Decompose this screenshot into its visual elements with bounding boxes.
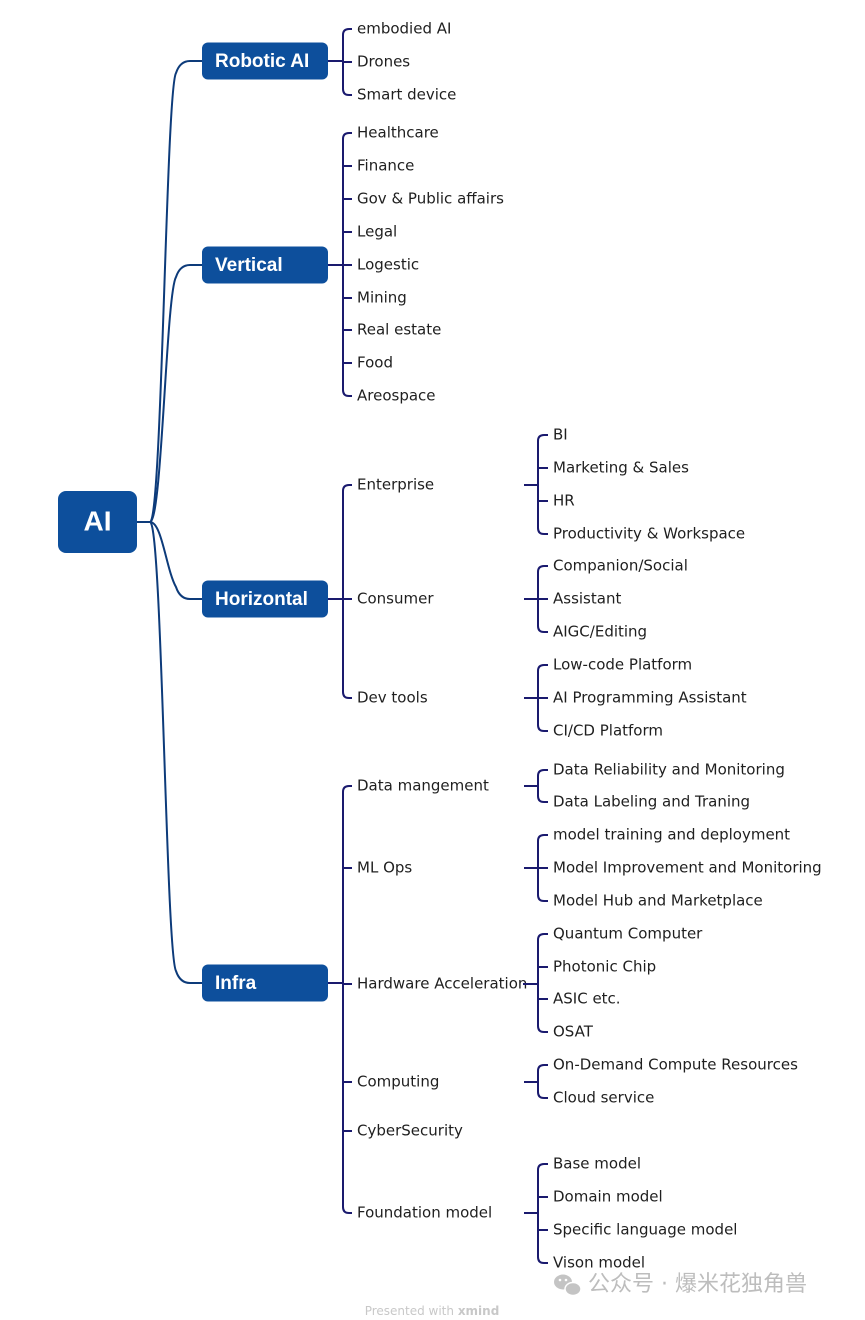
topic-hardware-acceleration: Hardware Acceleration bbox=[357, 975, 527, 993]
topic-foundation-model: Foundation model bbox=[357, 1204, 492, 1222]
topic-drones: Drones bbox=[357, 53, 410, 71]
topic-mining: Mining bbox=[357, 289, 407, 307]
subtopic-bi: BI bbox=[553, 426, 568, 444]
subtopic-domain-model: Domain model bbox=[553, 1188, 663, 1206]
topic-ml-ops: ML Ops bbox=[357, 859, 412, 877]
topic-logestic: Logestic bbox=[357, 256, 419, 274]
branch-robotic-ai[interactable]: Robotic AI bbox=[202, 42, 328, 80]
subtopic-connector-foundation-model bbox=[524, 1163, 548, 1264]
subtopic-connector-computing bbox=[524, 1064, 548, 1099]
subtopic-aigc-editing: AIGC/Editing bbox=[553, 623, 647, 641]
subtopic-productivity-workspace: Productivity & Workspace bbox=[553, 525, 745, 543]
branch-infra[interactable]: Infra bbox=[202, 964, 328, 1002]
subtopic-ci-cd-platform: CI/CD Platform bbox=[553, 722, 663, 740]
topic-embodied-ai: embodied AI bbox=[357, 20, 451, 38]
branch-box bbox=[202, 42, 328, 80]
root-connectors bbox=[137, 60, 202, 984]
branch-box bbox=[202, 580, 328, 618]
subtopic-asic-etc: ASIC etc. bbox=[553, 990, 621, 1008]
root-node-ai[interactable]: AI bbox=[58, 491, 137, 553]
topic-smart-device: Smart device bbox=[357, 86, 456, 104]
branch-label: Infra bbox=[215, 973, 257, 994]
subtopic-quantum-computer: Quantum Computer bbox=[553, 925, 703, 943]
subtopic-companion-social: Companion/Social bbox=[553, 557, 688, 575]
topic-gov-public-affairs: Gov & Public affairs bbox=[357, 190, 504, 208]
topic-finance: Finance bbox=[357, 157, 414, 175]
footer-presented-with: Presented with bbox=[365, 1304, 458, 1318]
subtopic-model-hub-and-marketplace: Model Hub and Marketplace bbox=[553, 892, 763, 910]
subtopic-connector-consumer bbox=[524, 565, 548, 633]
footer-brand-xmind: xmind bbox=[458, 1304, 500, 1318]
topic-enterprise: Enterprise bbox=[357, 476, 434, 494]
topic-healthcare: Healthcare bbox=[357, 124, 439, 142]
subtopic-hr: HR bbox=[553, 492, 575, 510]
subtopic-cloud-service: Cloud service bbox=[553, 1089, 654, 1107]
subtopic-assistant: Assistant bbox=[553, 590, 621, 608]
subtopic-data-reliability-and-monitoring: Data Reliability and Monitoring bbox=[553, 761, 785, 779]
branch-box bbox=[202, 964, 328, 1002]
subtopic-base-model: Base model bbox=[553, 1155, 641, 1173]
root-node-label: AI bbox=[84, 505, 112, 536]
subtopic-low-code-platform: Low-code Platform bbox=[553, 656, 692, 674]
branch-connector-infra bbox=[328, 785, 352, 1214]
subtopic-model-improvement-and-monitoring: Model Improvement and Monitoring bbox=[553, 859, 822, 877]
topic-real-estate: Real estate bbox=[357, 321, 441, 339]
topic-dev-tools: Dev tools bbox=[357, 689, 428, 707]
topic-cybersecurity: CyberSecurity bbox=[357, 1122, 463, 1140]
subtopic-connector-data-mangement bbox=[524, 769, 548, 803]
watermark-text: 公众号 · 爆米花独角兽 bbox=[588, 1272, 807, 1297]
subtopic-on-demand-compute-resources: On-Demand Compute Resources bbox=[553, 1056, 798, 1074]
subtopic-osat: OSAT bbox=[553, 1023, 594, 1041]
branch-connector-horizontal bbox=[328, 484, 352, 699]
branch-label: Horizontal bbox=[215, 589, 308, 610]
wechat-icon bbox=[554, 1274, 582, 1297]
subtopic-photonic-chip: Photonic Chip bbox=[553, 958, 656, 976]
topic-food: Food bbox=[357, 354, 393, 372]
branch-box bbox=[202, 246, 328, 284]
topic-areospace: Areospace bbox=[357, 387, 436, 405]
root-node-box bbox=[58, 491, 137, 553]
subtopic-vison-model: Vison model bbox=[553, 1254, 645, 1272]
topic-data-mangement: Data mangement bbox=[357, 777, 489, 795]
subtopic-connector-dev-tools bbox=[524, 664, 548, 732]
subtopic-model-training-and-deployment: model training and deployment bbox=[553, 826, 790, 844]
subtopic-connector-enterprise bbox=[524, 434, 548, 535]
footer-credit: Presented with xmind bbox=[365, 1304, 500, 1318]
topic-consumer: Consumer bbox=[357, 590, 434, 608]
subtopic-specific-language-model: Specific language model bbox=[553, 1221, 737, 1239]
topic-legal: Legal bbox=[357, 223, 397, 241]
subtopic-connector-hardware-acceleration bbox=[523, 933, 548, 1033]
subtopic-data-labeling-and-traning: Data Labeling and Traning bbox=[553, 793, 750, 811]
branch-label: Robotic AI bbox=[215, 51, 309, 72]
subtopic-ai-programming-assistant: AI Programming Assistant bbox=[553, 689, 747, 707]
branch-label: Vertical bbox=[215, 255, 283, 276]
branch-connector-robotic-ai bbox=[328, 28, 352, 96]
watermark bbox=[554, 1274, 582, 1297]
branch-vertical[interactable]: Vertical bbox=[202, 246, 328, 284]
topic-computing: Computing bbox=[357, 1073, 439, 1091]
subtopic-marketing-sales: Marketing & Sales bbox=[553, 459, 689, 477]
branch-horizontal[interactable]: Horizontal bbox=[202, 580, 328, 618]
branch-connector-vertical bbox=[328, 132, 352, 397]
subtopic-connector-ml-ops bbox=[524, 834, 548, 902]
